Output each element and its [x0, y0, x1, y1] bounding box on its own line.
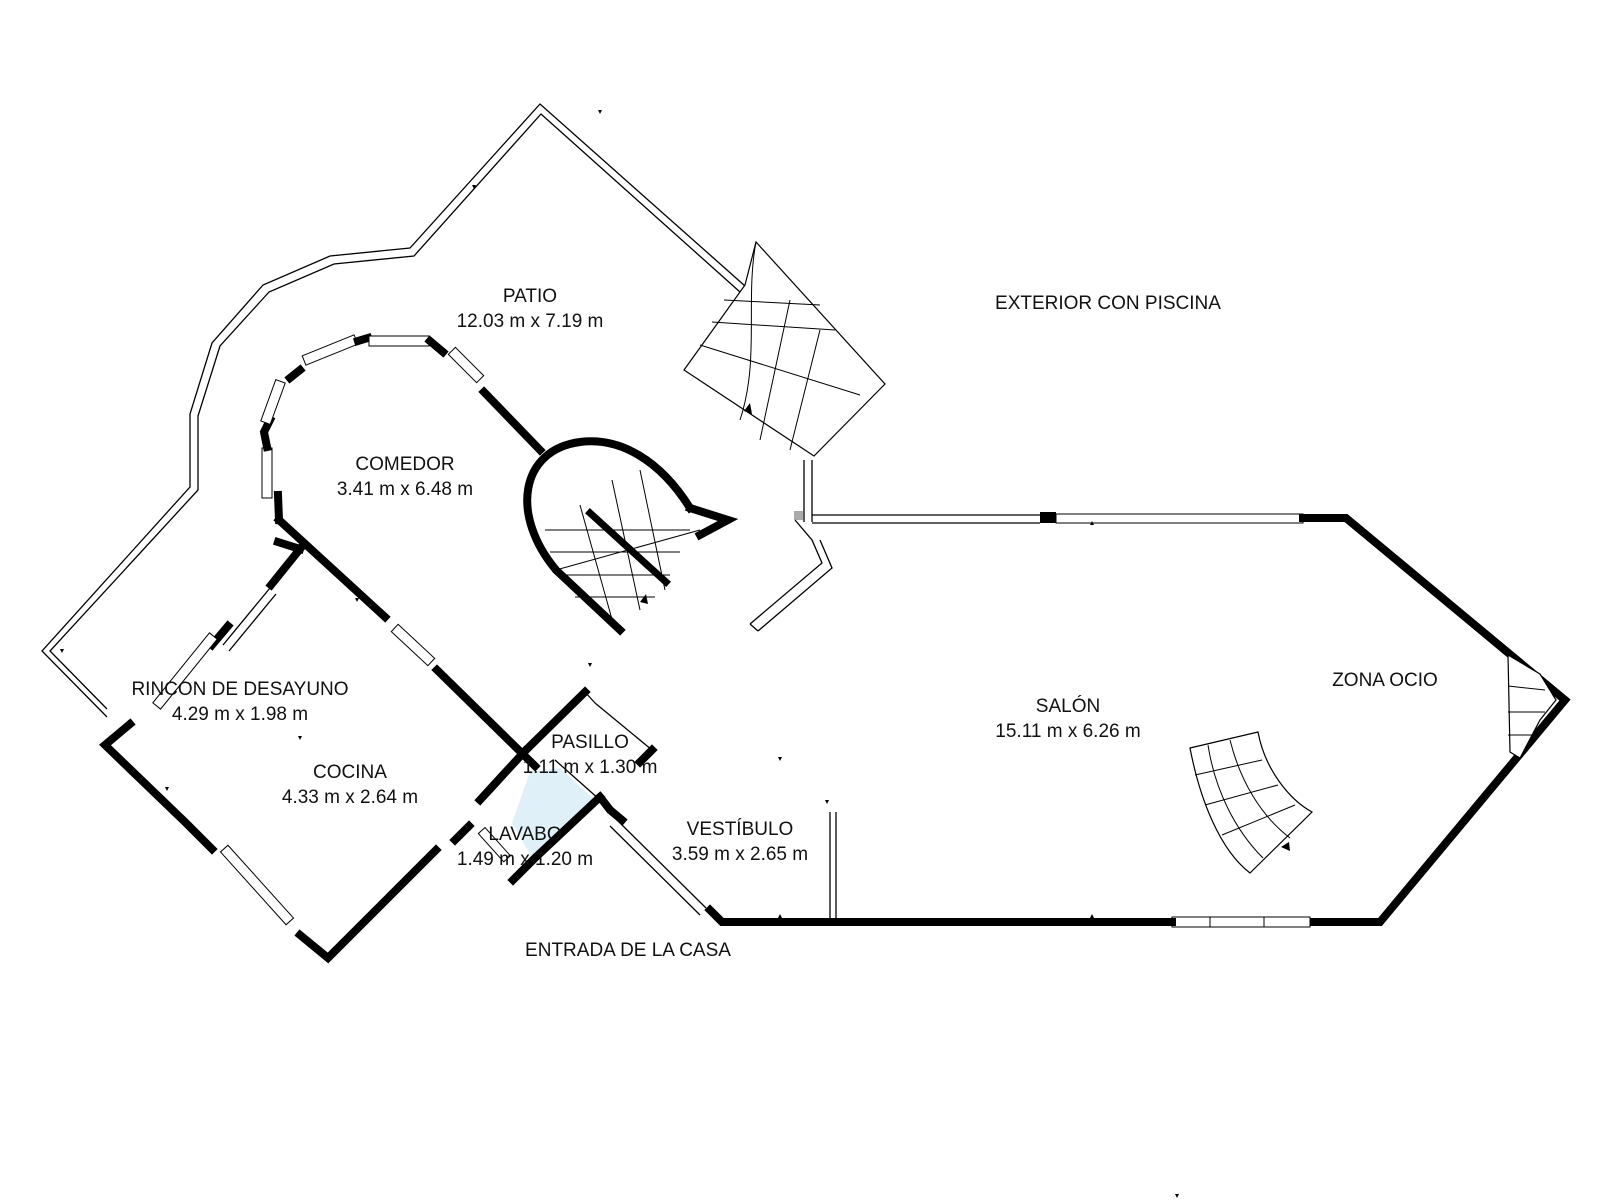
patio-name: PATIO — [503, 286, 557, 307]
lavabo-dims: 1.49 m x 1.20 m — [457, 849, 593, 870]
pasillo-name: PASILLO — [551, 732, 629, 753]
comedor-dims: 3.41 m x 6.48 m — [337, 479, 473, 500]
room-label-lavabo: LAVABO 1.49 m x 1.20 m — [457, 824, 593, 870]
room-label-entrada: ENTRADA DE LA CASA — [525, 940, 731, 961]
zona-ocio-name: ZONA OCIO — [1332, 670, 1438, 691]
rincon-name: RINCON DE DESAYUNO — [131, 679, 348, 700]
exterior-name: EXTERIOR CON PISCINA — [995, 293, 1221, 314]
door-markers — [60, 110, 1179, 1198]
comedor-name: COMEDOR — [355, 454, 454, 475]
zona-ocio-stairs — [1507, 653, 1557, 759]
room-label-cocina: COCINA 4.33 m x 2.64 m — [282, 762, 418, 808]
patio-stairs — [683, 240, 886, 522]
salon-curved-stairs — [1189, 731, 1313, 874]
room-label-vestibulo: VESTÍBULO 3.59 m x 2.65 m — [672, 819, 808, 865]
room-label-salon: SALÓN 15.11 m x 6.26 m — [995, 695, 1140, 742]
pasillo-lavabo — [449, 686, 707, 916]
lavabo-fill — [512, 768, 595, 858]
salon-walls — [704, 512, 1571, 928]
patio-dims: 12.03 m x 7.19 m — [457, 311, 604, 332]
cocina-dims: 4.33 m x 2.64 m — [282, 787, 418, 808]
room-label-zona-ocio: ZONA OCIO — [1332, 670, 1438, 691]
room-label-exterior: EXTERIOR CON PISCINA — [995, 293, 1221, 314]
salon-dims: 15.11 m x 6.26 m — [995, 721, 1140, 742]
room-label-patio: PATIO 12.03 m x 7.19 m — [457, 286, 604, 332]
vestibulo-name: VESTÍBULO — [687, 819, 794, 840]
lavabo-name: LAVABO — [488, 824, 561, 845]
patio-boundary — [41, 103, 746, 718]
interior-stairs — [523, 437, 739, 636]
rincon-dims: 4.29 m x 1.98 m — [172, 704, 308, 725]
room-label-pasillo: PASILLO 1.11 m x 1.30 m — [523, 732, 658, 778]
entrada-name: ENTRADA DE LA CASA — [525, 940, 731, 961]
cocina-name: COCINA — [313, 762, 387, 783]
vestibulo-dims: 3.59 m x 2.65 m — [672, 844, 808, 865]
cocina-walls — [99, 536, 442, 964]
room-label-comedor: COMEDOR 3.41 m x 6.48 m — [337, 454, 473, 500]
comedor-walls — [259, 333, 546, 772]
room-label-rincon: RINCON DE DESAYUNO 4.29 m x 1.98 m — [131, 679, 348, 725]
salon-name: SALÓN — [1036, 695, 1100, 717]
center-pillar — [749, 511, 833, 632]
pasillo-dims: 1.11 m x 1.30 m — [523, 757, 658, 778]
